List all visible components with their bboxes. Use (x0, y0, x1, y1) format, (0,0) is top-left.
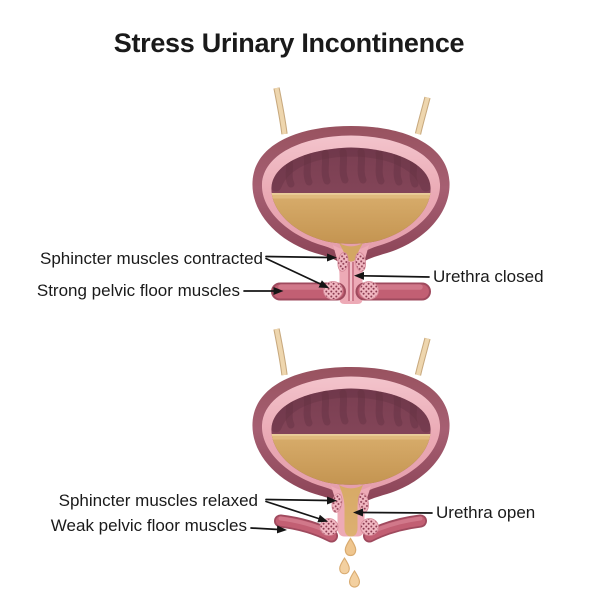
label-strong-pelvic-floor: Strong pelvic floor muscles (36, 281, 240, 300)
label-urethra-open: Urethra open (436, 503, 536, 522)
bladder-continent (252, 88, 449, 304)
arrow-weak-pelvic-floor (250, 525, 287, 534)
urine-droplet (344, 537, 357, 557)
label-sphincter-relaxed: Sphincter muscles relaxed (58, 491, 258, 510)
arrow-sphincter-relaxed-upper (265, 496, 337, 505)
label-urethra-closed: Urethra closed (433, 267, 544, 286)
callout-arrows (243, 253, 433, 534)
urine-stream (339, 485, 363, 537)
page-title: Stress Urinary Incontinence (113, 28, 465, 58)
arrow-urethra-open (353, 508, 433, 517)
bladder-incontinent (252, 329, 449, 588)
arrow-sphincter-contracted-upper (265, 253, 337, 262)
label-weak-pelvic-floor: Weak pelvic floor muscles (50, 516, 247, 535)
arrow-sphincter-relaxed-lower (265, 500, 329, 523)
arrow-urethra-closed (354, 271, 430, 280)
arrow-sphincter-contracted-lower (265, 257, 330, 289)
urine-droplet (348, 570, 361, 588)
urine-droplet (339, 557, 350, 575)
label-sphincter-contracted: Sphincter muscles contracted (40, 249, 263, 268)
urine-droplets (339, 537, 361, 588)
bladder-neck-urine (339, 243, 363, 262)
urethra-closed-slit (348, 262, 354, 301)
